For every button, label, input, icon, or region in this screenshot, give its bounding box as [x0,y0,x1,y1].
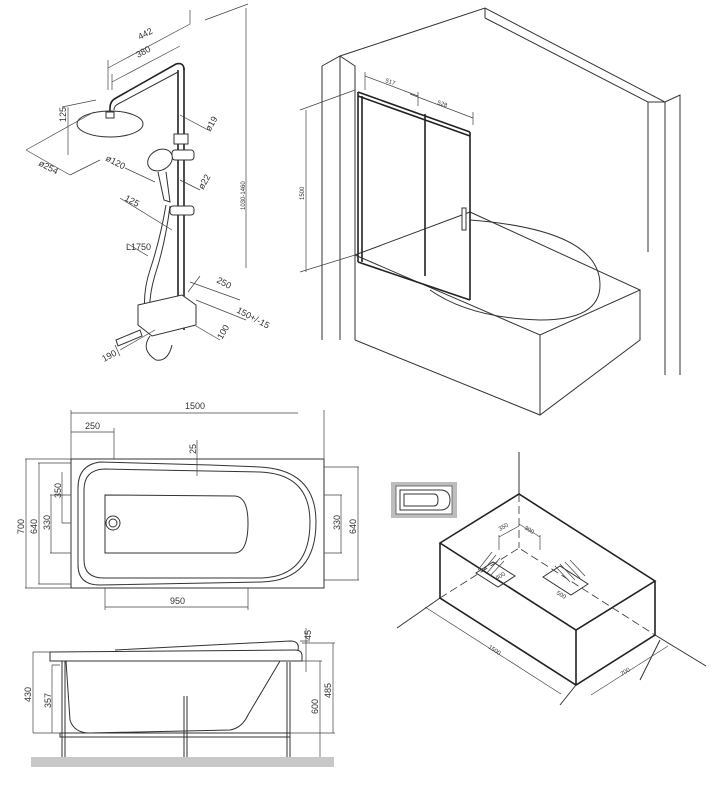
dim-screen-height: 1500 [300,186,306,200]
tub-block [354,211,641,416]
dim-1500-top: 1500 [185,401,205,411]
dim-offset-1: 350 [498,522,510,533]
dim-330-right: 330 [332,515,342,530]
rain-shower-head [76,110,144,138]
dim-100: 100 [215,323,231,341]
mixer-handle [145,335,173,361]
dim-125-head: 125 [58,107,68,122]
tub-thumbnail [391,482,457,518]
dim-700-box: 700 [620,667,632,678]
dim-hose-length: L1750 [126,242,151,252]
drain-icon [105,515,121,531]
frame-rail [59,732,291,738]
support-pad-2 [542,565,589,596]
screen-handle [461,207,467,231]
dim-357: 357 [43,693,53,708]
dim-640-left: 640 [29,519,39,534]
dim-350: 350 [53,483,63,498]
dim-45: 45 [303,630,313,640]
dim-700: 700 [16,519,26,534]
dim-pad-2: 500 [555,591,567,602]
dim-head-diameter: ø254 [37,158,60,176]
dim-pipe-diameter: ø19 [203,115,219,133]
glass-panels [357,91,471,301]
dim-125-hand: 125 [123,193,141,209]
shower-pole [177,68,185,330]
tub-legs [61,661,291,757]
pole-joint [173,133,189,145]
dim-430: 430 [23,687,33,702]
dim-640-right: 640 [348,519,358,534]
tub-body-side [65,660,281,734]
dim-bar-diameter: ø22 [196,173,212,191]
thermostatic-mixer [137,294,197,337]
tub-outline-top [70,458,325,589]
dim-panel-1: 517 [384,78,396,87]
floor [31,757,334,767]
dim-190: 190 [100,348,118,364]
slider-bracket-lower [169,205,195,216]
tub-rim-top [77,461,317,586]
dim-pad-1: 400 [495,571,507,582]
dim-442: 442 [136,26,154,42]
dim-25: 25 [188,444,198,454]
dim-330-left: 330 [42,515,52,530]
tub-basin [429,219,601,321]
install-box-drawing: 350 300 400 500 1500 700 [396,452,707,706]
install-box [438,493,657,686]
dim-250: 250 [215,275,233,291]
support-pad-1 [475,561,516,588]
slider-bracket [171,149,195,161]
dim-250-top: 250 [85,421,100,431]
bath-spout [115,329,143,347]
dim-485: 485 [323,683,333,698]
glass-screen-drawing: 517 528 1500 [299,7,681,416]
dim-600: 600 [310,699,320,714]
dim-height-range: 1030-1460 [241,181,247,210]
dim-panel-2: 528 [436,100,448,109]
dim-950: 950 [170,596,185,606]
hand-shower-head [147,148,173,172]
shower-set-drawing: 442 380 125 ø254 ø120 ø19 ø22 125 L1750 … [25,3,271,364]
tub-rim-side [49,649,303,662]
dim-hand-diameter: ø120 [104,153,127,171]
side-view-drawing: 430 357 45 600 485 [23,628,335,767]
shower-arm [109,62,185,116]
top-view-drawing: 1500 250 25 700 640 330 350 640 330 950 [16,401,359,610]
tub-basin-top [104,494,249,554]
dim-380: 380 [134,44,152,60]
dim-1500-box: 1500 [487,645,502,658]
dim-offset-2: 300 [523,526,535,537]
